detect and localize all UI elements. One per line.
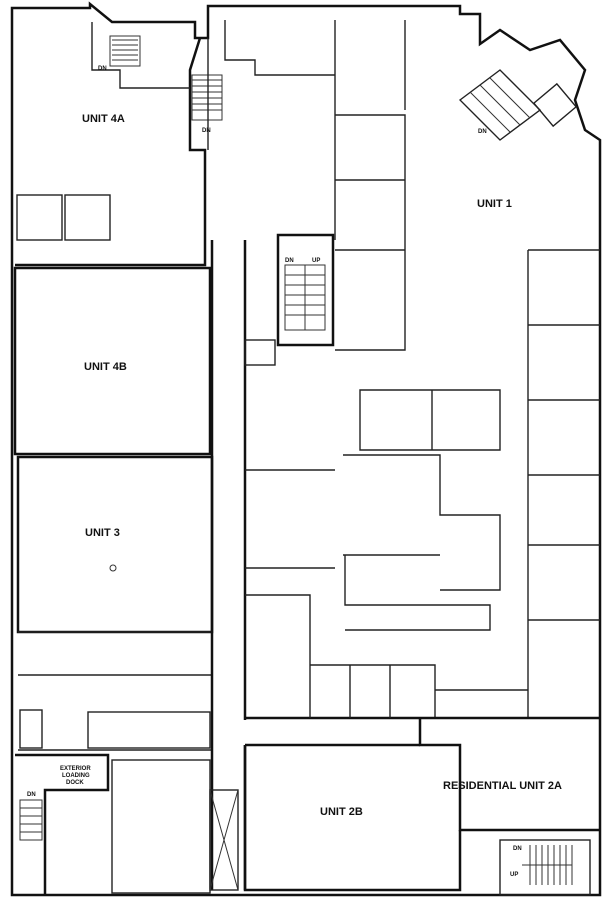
unit-4b-walls: UNIT 4B: [13, 266, 212, 456]
corridor-walls: [209, 240, 420, 891]
unit-4a-label: UNIT 4A: [82, 113, 125, 125]
unit-1-stair-dn-label: DN: [478, 129, 487, 135]
unit-1-label: UNIT 1: [477, 198, 512, 210]
residential-unit-2a-walls: RESIDENTIAL UNIT 2A DN UP: [418, 716, 600, 896]
stair-4a: [109, 35, 223, 121]
unit-4a-walls: DN DN UNIT 4A: [15, 22, 223, 267]
residential-stair-up-label: UP: [510, 872, 518, 878]
stair-dn-label: DN: [98, 66, 107, 72]
loading-dock: DN EXTERIOR LOADING DOCK: [15, 753, 211, 895]
residential-stair-dn-label: DN: [513, 846, 522, 852]
loading-dock-label-3: DOCK: [66, 780, 84, 786]
unit-1-walls: DN UNIT 1: [245, 69, 600, 718]
unit-3-label: UNIT 3: [85, 527, 120, 539]
unit-2b-label: UNIT 2B: [320, 806, 363, 818]
central-stair-dn-label: DN: [285, 258, 294, 264]
unit-2b-walls: UNIT 2B: [243, 745, 462, 892]
residential-stair: [499, 839, 591, 896]
stair-unit-1: [458, 69, 578, 141]
exterior-walls: [10, 1, 602, 897]
unit-4b-label: UNIT 4B: [84, 361, 127, 373]
unit-3-walls: UNIT 3: [16, 455, 214, 634]
central-stair: DN UP: [244, 233, 335, 366]
stair-dn-label: DN: [202, 128, 211, 134]
dock-stair-dn-label: DN: [27, 792, 36, 798]
unit-2a-label: RESIDENTIAL UNIT 2A: [443, 780, 562, 792]
central-stair-up-label: UP: [312, 258, 320, 264]
loading-dock-label-1: EXTERIOR: [60, 766, 91, 772]
loading-dock-label-2: LOADING: [62, 773, 90, 779]
upper-center-rooms: [207, 20, 406, 351]
lower-left-rooms: [18, 631, 212, 751]
